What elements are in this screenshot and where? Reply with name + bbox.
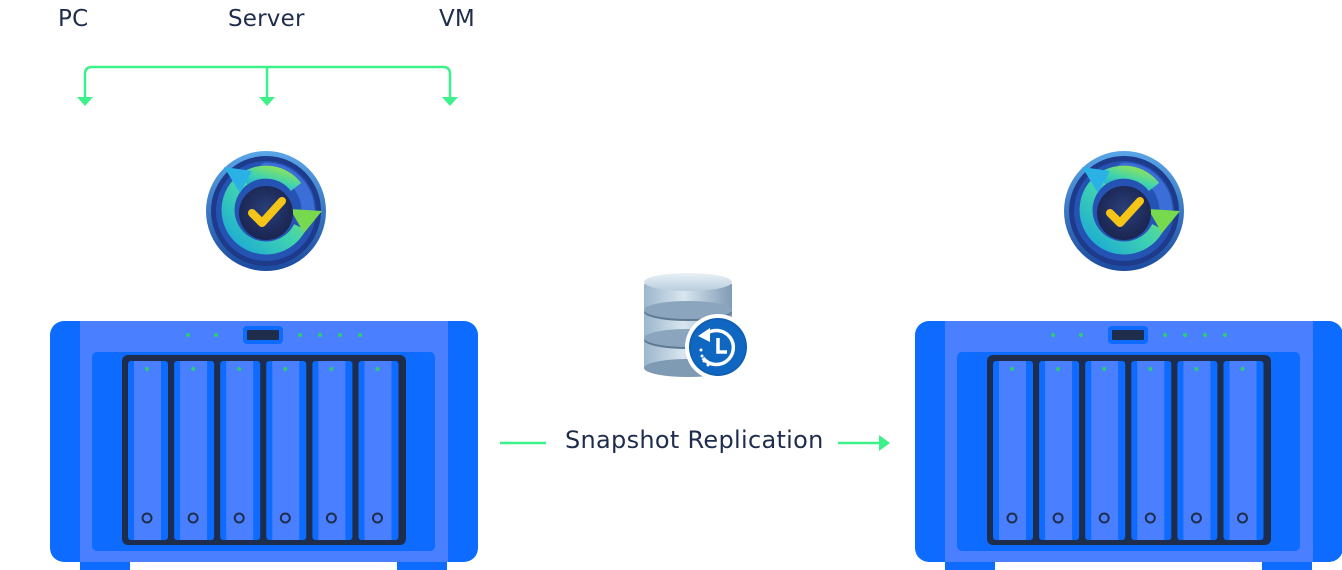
status-led (214, 333, 218, 337)
status-led (1203, 333, 1207, 337)
drive-release-button (372, 512, 383, 524)
drive-tray-face (1183, 361, 1211, 540)
flow-arrow-right (838, 435, 890, 451)
drive-release-button (279, 512, 291, 524)
drive-led (375, 367, 380, 371)
drive-release-button (1190, 512, 1202, 524)
drive-tray-face (364, 361, 392, 540)
branch-connector-line (83, 65, 452, 102)
drive-led (283, 367, 288, 371)
active-backup-icon (206, 151, 326, 271)
drive-release-button (141, 512, 153, 524)
nas-foot-right (397, 559, 447, 570)
drive-led (191, 367, 196, 371)
status-led (298, 333, 302, 337)
destination-nas (915, 321, 1342, 570)
drive-tray-face (999, 361, 1026, 540)
drive-tray-face (134, 361, 161, 540)
drive-led (1102, 367, 1107, 371)
drive-led (329, 367, 334, 371)
drive-tray-face (180, 361, 208, 540)
nas-foot-left (945, 559, 995, 570)
source-nas (50, 321, 478, 570)
source-label-pc: PC (58, 6, 89, 32)
drive-led (1056, 367, 1061, 371)
status-led (1223, 333, 1227, 337)
drive-release-button (1006, 512, 1018, 524)
status-led (318, 333, 322, 337)
status-led (338, 333, 342, 337)
drive-led (145, 367, 149, 371)
drive-led (237, 367, 242, 371)
status-led (186, 333, 190, 337)
drive-tray-face (318, 361, 346, 540)
drive-release-button (1098, 512, 1110, 524)
drive-tray-face (1091, 361, 1119, 540)
nas-foot-right (1262, 559, 1312, 570)
history-clock-badge (685, 314, 751, 380)
drive-release-button (233, 512, 245, 524)
drive-release-button (187, 512, 199, 524)
drive-tray-face (1045, 361, 1073, 540)
nas-display-slot (247, 330, 279, 340)
arrow-head-pc (77, 97, 93, 106)
drive-release-button (1237, 512, 1248, 524)
snapshot-replication-label: Snapshot Replication (565, 426, 824, 454)
drive-led (1194, 367, 1199, 371)
arrow-head-server (259, 97, 275, 106)
status-led (1079, 333, 1083, 337)
drive-release-button (1144, 512, 1156, 524)
drive-tray-face (1137, 361, 1165, 540)
status-led (1183, 333, 1187, 337)
arrow-head-vm (442, 97, 458, 106)
nas-display-slot (1112, 330, 1144, 340)
status-led (1163, 333, 1167, 337)
flow-line-left (500, 441, 546, 445)
arrow-head-right (879, 435, 890, 451)
drive-led (1148, 367, 1153, 371)
drive-release-button (1052, 512, 1064, 524)
source-label-vm: VM (439, 6, 475, 32)
source-branch-arrows (77, 65, 458, 106)
status-led (1051, 333, 1055, 337)
nas-foot-left (80, 559, 130, 570)
active-backup-icon (1064, 151, 1184, 271)
drive-tray-face (272, 361, 300, 540)
drive-led (1010, 367, 1014, 371)
drive-release-button (325, 512, 337, 524)
drive-tray-face (1229, 361, 1257, 540)
source-label-server: Server (228, 6, 305, 32)
snapshot-database-icon (644, 273, 751, 380)
drive-tray-face (226, 361, 254, 540)
status-led (358, 333, 362, 337)
drive-led (1240, 367, 1245, 371)
